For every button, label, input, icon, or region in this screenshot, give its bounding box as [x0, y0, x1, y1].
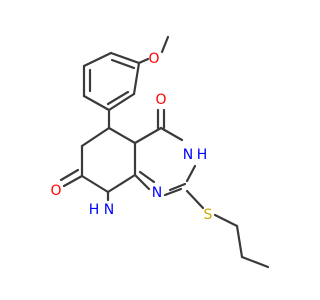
ketone-oxygen-label: O: [155, 92, 166, 108]
bond: [82, 51, 113, 68]
bond: [159, 126, 184, 142]
n3-hydrogen-label: H: [197, 147, 208, 163]
bond: [185, 164, 197, 183]
bond: [133, 173, 151, 191]
bond: [138, 170, 156, 184]
bond: [109, 51, 141, 65]
sulfur-label: S: [204, 207, 213, 223]
bond: [82, 94, 111, 112]
bond: [132, 61, 141, 96]
bond: [168, 182, 187, 192]
bond: [163, 187, 183, 197]
bond: [107, 126, 137, 145]
bond: [62, 174, 84, 188]
n8-label: N: [104, 202, 114, 218]
bond: [137, 57, 150, 65]
n8-hydrogen-label: H: [89, 202, 100, 218]
bond: [106, 173, 137, 194]
bond: [160, 35, 170, 54]
bond: [235, 224, 244, 259]
bond: [110, 58, 136, 70]
n3-label: N: [183, 147, 193, 163]
molecule-structure: O O O N H N N H S: [50, 35, 270, 269]
bond: [185, 189, 205, 210]
methoxy-oxygen-label: O: [148, 51, 159, 67]
lactam-oxygen-label: O: [50, 183, 61, 199]
bond: [107, 92, 136, 112]
bond: [106, 90, 130, 106]
bond: [80, 174, 110, 194]
bond: [133, 126, 163, 145]
bond: [80, 126, 111, 148]
bond: [240, 255, 270, 269]
bond: [213, 213, 239, 228]
molecule-structure-canvas: O O O N H N N H S: [50, 35, 270, 269]
bond: [59, 168, 80, 182]
n1-label: N: [152, 185, 162, 201]
